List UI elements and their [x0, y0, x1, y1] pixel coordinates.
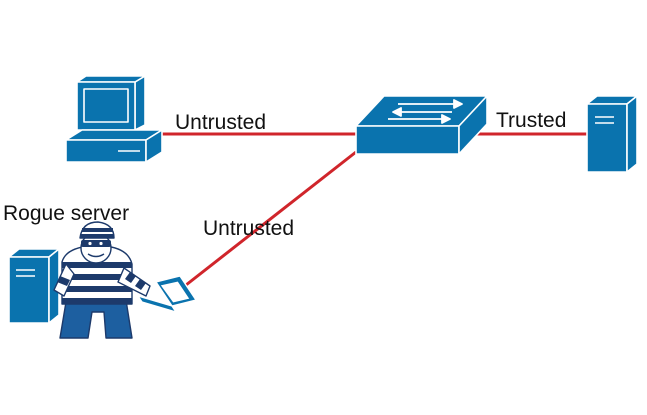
link-label-workstation: Untrusted: [175, 111, 267, 134]
link-label-trusted: Trusted: [496, 109, 567, 132]
laptop-icon: [137, 275, 197, 313]
rogue-server-label: Rogue server: [3, 202, 130, 225]
workstation-icon: [65, 75, 163, 163]
link-switch-laptop: [185, 150, 357, 287]
link-label-rogue: Untrusted: [203, 217, 295, 240]
rogue-server-icon: [8, 248, 60, 324]
burglar-legs: [59, 299, 133, 339]
burglar-icon: [53, 221, 151, 339]
switch-icon: [355, 95, 488, 155]
trusted-server-icon: [586, 95, 638, 173]
links: [160, 132, 587, 287]
